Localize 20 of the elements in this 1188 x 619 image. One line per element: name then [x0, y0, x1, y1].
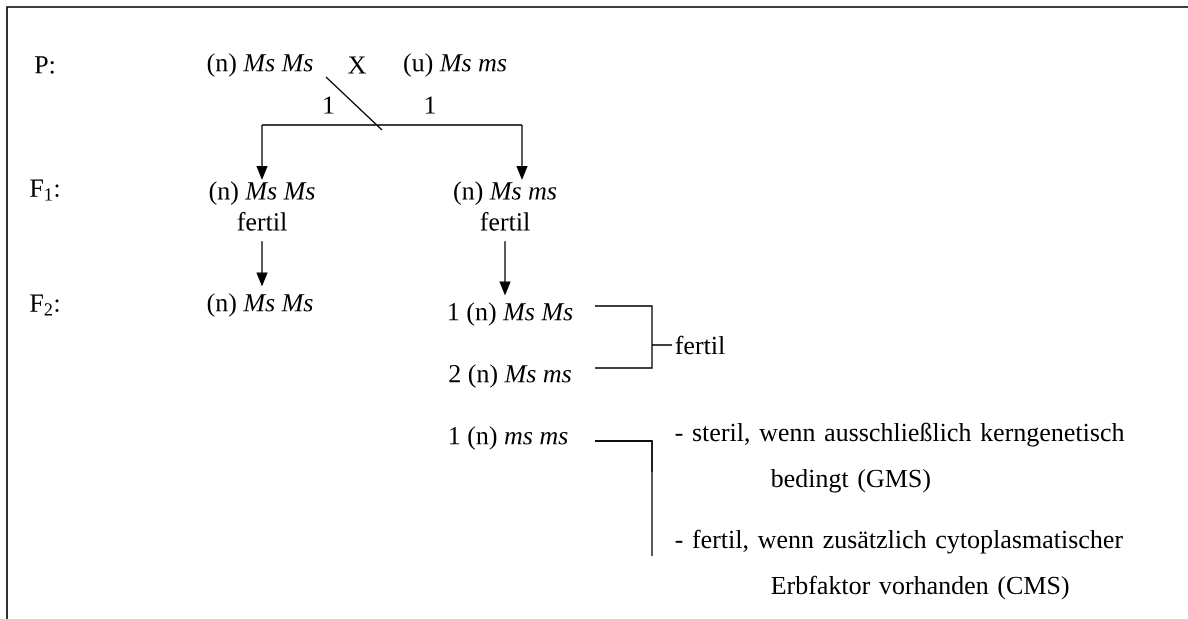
genotype-text: fertil [675, 335, 725, 355]
genotype-text: (n) Ms Ms [207, 293, 313, 317]
ratio-label: 1 [422, 95, 438, 115]
ratio-label: 1 [321, 95, 336, 115]
genotype-text: (n) Ms ms fertil [454, 181, 557, 231]
note-text: - steril, wenn ausschließlich kerngenetisch bedingt (GMS) [675, 422, 1125, 493]
note-text: - fertil, wenn zusätzlich cytoplasmatischer Erbfaktor vorhanden (CMS) [675, 529, 1123, 600]
bracket-line [594, 305, 673, 369]
generation-label: F$_{1}$: [30, 179, 59, 201]
genotype-text: (n) Ms Ms fertil [209, 181, 315, 231]
genotype-text: (u) Ms ms [404, 53, 507, 77]
cross-sign: X [348, 56, 366, 74]
genotype-text: 2 (n) Ms ms [449, 364, 571, 388]
genotype-text: 1 (n) Ms Ms [449, 302, 573, 326]
bracket-line [594, 440, 653, 557]
generation-label: P: [34, 56, 54, 74]
genotype-text: (n) Ms Ms [207, 53, 313, 77]
generation-label: F$_{2}$: [30, 294, 59, 316]
cross-line [261, 76, 523, 131]
genotype-text: 1 (n) ms ms [450, 426, 568, 450]
